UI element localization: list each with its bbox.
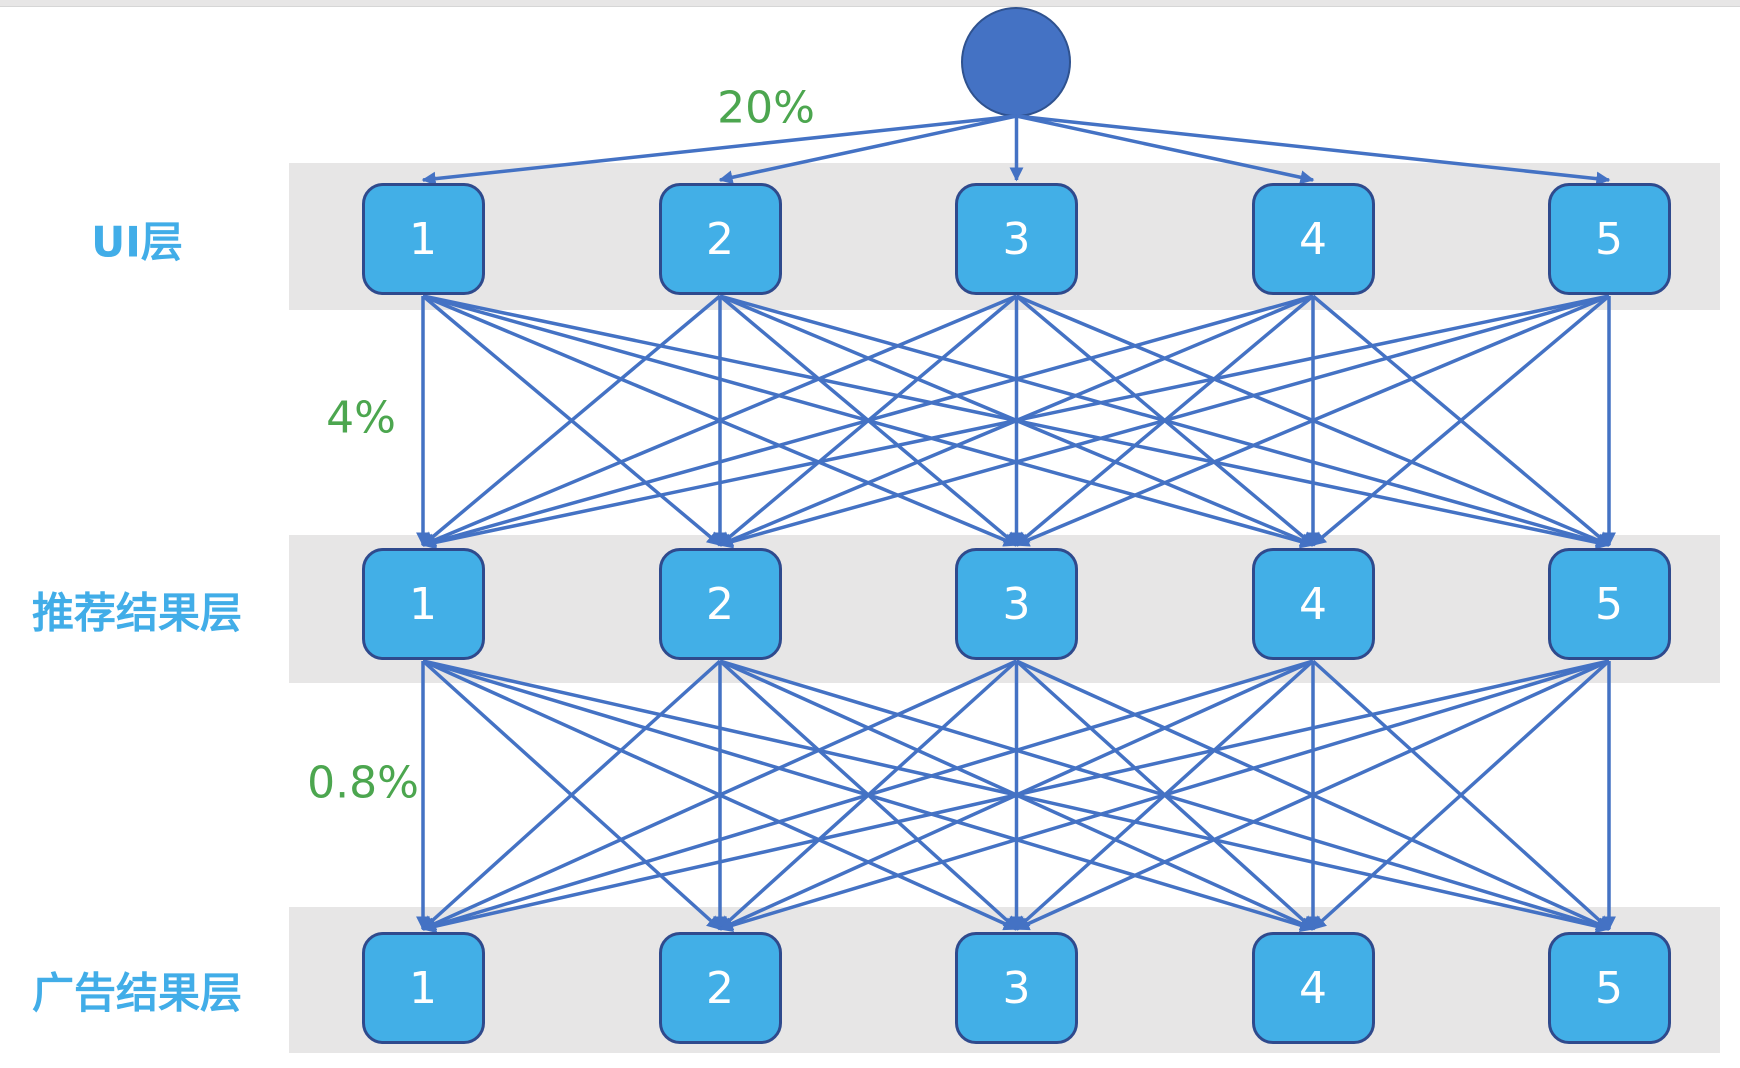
layer2-node-5: 5 xyxy=(1547,548,1671,660)
layer3-node-2: 2 xyxy=(658,932,782,1044)
rate-recommend-to-ad: 0.8% xyxy=(307,757,419,809)
rate-ui-to-recommend: 4% xyxy=(326,392,396,444)
rate-root-to-ui: 20% xyxy=(717,82,815,134)
root-node-circle xyxy=(961,7,1071,117)
layer3-node-3: 3 xyxy=(955,932,1078,1044)
layer1-node-2: 2 xyxy=(658,183,782,295)
recommend-layer-label: 推荐结果层 xyxy=(31,588,242,638)
ui-layer-label: UI层 xyxy=(91,217,183,267)
layer2-node-3: 3 xyxy=(955,548,1078,660)
layer2-node-1: 1 xyxy=(361,548,485,660)
layer2-node-2: 2 xyxy=(658,548,782,660)
layer3-node-4: 4 xyxy=(1251,932,1375,1044)
layer1-node-1: 1 xyxy=(361,183,485,295)
layer1-node-4: 4 xyxy=(1251,183,1375,295)
top-border-strip xyxy=(0,0,1740,7)
layer3-node-1: 1 xyxy=(361,932,485,1044)
layer2-node-4: 4 xyxy=(1251,548,1375,660)
layer3-node-5: 5 xyxy=(1547,932,1671,1044)
ad-layer-label: 广告结果层 xyxy=(31,968,242,1018)
layer1-node-3: 3 xyxy=(955,183,1078,295)
layer1-node-5: 5 xyxy=(1547,183,1671,295)
